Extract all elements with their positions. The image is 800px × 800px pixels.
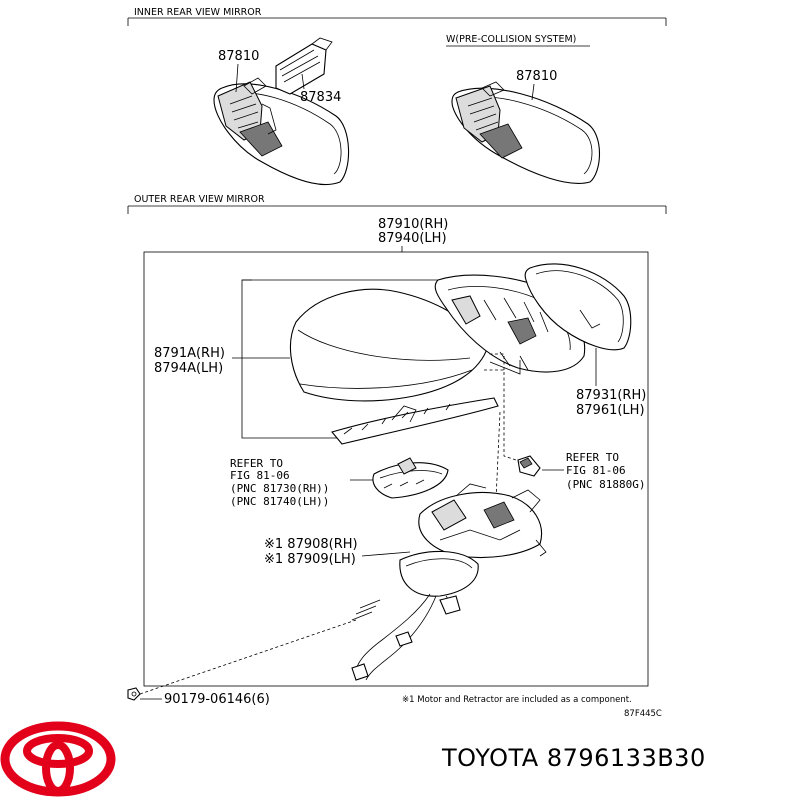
section-title-outer: OUTER REAR VIEW MIRROR [134, 194, 265, 205]
connector-dashed-bulb [484, 369, 523, 463]
leader-motor [361, 551, 411, 557]
label-motor-rh: ※1 87908(RH) [264, 537, 358, 552]
leader-inner-mirror-a [235, 63, 239, 93]
refer-left-line4: (PNC 81740(LH)) [230, 495, 329, 508]
screw-dashed-leader [139, 619, 357, 695]
brand-part-number: TOYOTA 8796133B30 [442, 744, 706, 772]
inner-mirror-section: INNER REAR VIEW MIRROR 87810 87834 W(PRE… [127, 7, 667, 186]
figure-code: 87F445C [624, 709, 662, 719]
screw-icon [127, 687, 141, 701]
bulb-illustration [517, 455, 541, 477]
turn-signal-lens-illustration [331, 397, 499, 445]
label-assembly-rh: 87910(RH) [378, 217, 448, 232]
inner-mirror-right-illustration [451, 81, 600, 184]
toyota-logo-icon [0, 721, 116, 797]
leader-inner-cover [301, 73, 305, 90]
refer-right-line1: REFER TO [566, 451, 619, 464]
label-cover-rh: 8791A(RH) [154, 346, 225, 361]
inner-mirror-left-illustration [213, 77, 350, 186]
label-motor-lh: ※1 87909(LH) [264, 552, 356, 567]
label-cover-lh: 8794A(LH) [154, 361, 223, 376]
label-inner-mirror-b: 87810 [516, 69, 557, 84]
label-mirror-lh: 87961(LH) [576, 403, 645, 418]
label-inner-cover: 87834 [300, 90, 341, 105]
leader-inner-mirror-b [531, 83, 535, 101]
wire-harness-illustration [351, 593, 461, 681]
mirror-glass-illustration [524, 263, 632, 351]
mirror-cover-illustration [289, 288, 489, 402]
refer-right-line2: FIG 81-06 [566, 464, 626, 477]
label-pre-collision: W(PRE-COLLISION SYSTEM) [446, 34, 576, 45]
refer-left-line1: REFER TO [230, 457, 283, 470]
footnote: ※1 Motor and Retractor are included as a… [402, 695, 632, 705]
motor-retractor-illustration [399, 483, 547, 597]
refer-left-line3: (PNC 81730(RH)) [230, 482, 329, 495]
inner-mirror-cover-illustration [275, 37, 333, 95]
assembly-frame [143, 251, 649, 687]
label-assembly-lh: 87940(LH) [378, 231, 447, 246]
refer-left-line2: FIG 81-06 [230, 469, 290, 482]
turn-signal-lamp-illustration [372, 457, 449, 499]
refer-right-line3: (PNC 81880G) [566, 478, 645, 491]
label-mirror-rh: 87931(RH) [576, 388, 646, 403]
section-title-inner: INNER REAR VIEW MIRROR [134, 7, 262, 18]
label-screw: 90179-06146(6) [164, 692, 270, 707]
label-inner-mirror-a: 87810 [218, 49, 259, 64]
outer-mirror-section: OUTER REAR VIEW MIRROR 87910(RH) 87940(L… [127, 194, 667, 719]
